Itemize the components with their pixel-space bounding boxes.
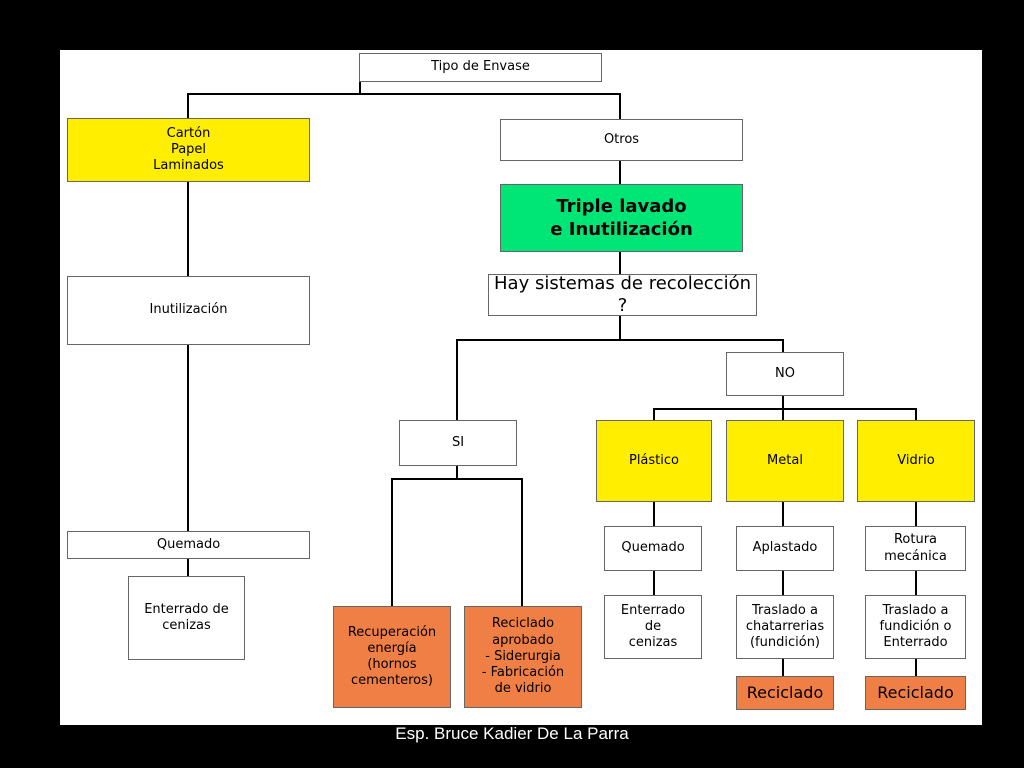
node-traslado-chatarrerias: Traslado a chatarrerias (fundición) [736,595,834,659]
node-reciclado-aprobado: Reciclado aprobado - Siderurgia - Fabric… [464,606,582,708]
connector [915,659,917,676]
connector [782,502,784,527]
node-enterrado-cenizas-left: Enterrado de cenizas [128,576,245,660]
connector [915,408,917,421]
node-quemado-left: Quemado [67,531,310,559]
connector [653,502,655,527]
connector [782,659,784,676]
node-vidrio: Vidrio [857,420,975,502]
connector [391,478,523,480]
node-hay-sistemas: Hay sistemas de recolección ? [488,273,757,316]
node-enterrado-cenizas-right: Enterrado de cenizas [604,595,702,659]
connector [619,160,621,185]
node-no: NO [726,352,844,396]
node-reciclado-metal: Reciclado [736,676,834,710]
node-metal: Metal [726,420,844,502]
connector [391,478,393,606]
connector [915,502,917,527]
connector [653,408,655,421]
node-traslado-fundicion: Traslado a fundición o Enterrado [865,595,966,659]
connector [619,316,621,340]
node-plastico: Plástico [596,420,712,502]
connector [187,559,189,577]
node-reciclado-vidrio: Reciclado [865,676,966,710]
connector [456,339,458,421]
node-tipo-envase: Tipo de Envase [359,53,602,82]
node-quemado-right: Quemado [604,526,702,571]
connector [456,466,458,479]
node-inutilizacion: Inutilización [67,276,310,345]
connector [619,93,621,120]
connector [187,345,189,532]
connector [782,408,784,421]
connector [521,478,523,606]
connector [456,339,784,341]
connector [619,252,621,275]
node-aplastado: Aplastado [736,526,834,571]
connector [782,339,784,353]
connector [782,571,784,596]
author-footer: Esp. Bruce Kadier De La Parra [395,724,629,743]
connector [915,571,917,596]
connector [782,396,784,409]
connector [187,93,189,119]
node-otros: Otros [500,119,743,161]
node-triple-lavado: Triple lavado e Inutilización [500,184,743,252]
node-recuperacion-energia: Recuperación energía (hornos cementeros) [333,606,451,708]
connector [187,93,621,95]
connector [359,82,361,94]
node-si: SI [399,420,517,466]
node-carton-papel-laminados: Cartón Papel Laminados [67,118,310,182]
connector [653,408,917,410]
node-rotura-mecanica: Rotura mecánica [865,526,966,571]
flowchart-canvas: Tipo de Envase Cartón Papel Laminados Ot… [60,50,982,725]
connector [653,571,655,596]
connector [187,182,189,277]
